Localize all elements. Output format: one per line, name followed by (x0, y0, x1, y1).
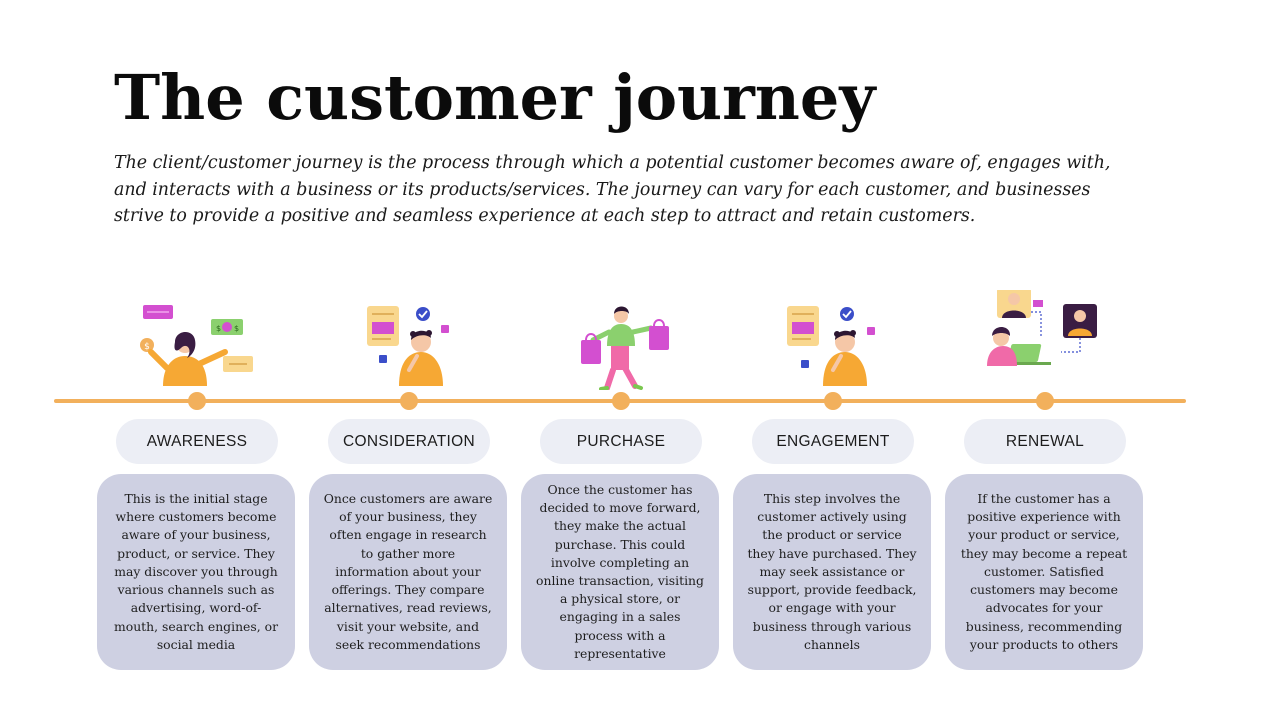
person-thinking-document-icon (787, 306, 875, 386)
stage-description-card: Once the customer has decided to move fo… (521, 474, 719, 670)
stage-description: If the customer has a positive experienc… (960, 491, 1128, 652)
stage-engagement: ENGAGEMENT This step involves the custom… (733, 280, 933, 680)
shopper-with-bags-icon (581, 306, 669, 390)
stage-description: This step involves the customer actively… (747, 491, 917, 652)
stage-consideration: CONSIDERATION Once customers are aware o… (309, 280, 509, 680)
svg-text:$: $ (234, 324, 239, 333)
stage-description: Once customers are aware of your busines… (323, 491, 493, 652)
stage-label-pill: AWARENESS (116, 419, 278, 464)
stage-label-pill: CONSIDERATION (328, 419, 490, 464)
timeline-dot (188, 392, 206, 410)
stage-description-card: If the customer has a positive experienc… (945, 474, 1143, 670)
stage-description-card: Once customers are aware of your busines… (309, 474, 507, 670)
stage-renewal: RENEWAL If the customer has a positive e… (945, 280, 1145, 680)
video-call-laptop-icon (987, 290, 1097, 366)
svg-text:$: $ (216, 324, 221, 333)
svg-text:$: $ (144, 342, 150, 352)
stage-description-card: This is the initial stage where customer… (97, 474, 295, 670)
timeline-dot (1036, 392, 1054, 410)
stage-label-pill: PURCHASE (540, 419, 702, 464)
stage-description: Once the customer has decided to move fo… (536, 481, 704, 661)
stage-label-pill: RENEWAL (964, 419, 1126, 464)
stage-label-pill: ENGAGEMENT (752, 419, 914, 464)
stage-description-card: This step involves the customer actively… (733, 474, 931, 670)
stage-awareness: $ $ $ AWARENESS This is the initial stag… (97, 280, 297, 680)
page-title: The customer journey (114, 61, 876, 134)
stage-description: This is the initial stage where customer… (113, 491, 279, 652)
timeline-dot (400, 392, 418, 410)
stage-purchase: PURCHASE Once the customer has decided t… (521, 280, 721, 680)
person-thinking-document-icon (367, 306, 449, 386)
intro-paragraph: The client/customer journey is the proce… (114, 153, 1111, 226)
timeline-dot (612, 392, 630, 410)
timeline-dot (824, 392, 842, 410)
person-with-money-icon: $ $ $ (140, 305, 253, 386)
